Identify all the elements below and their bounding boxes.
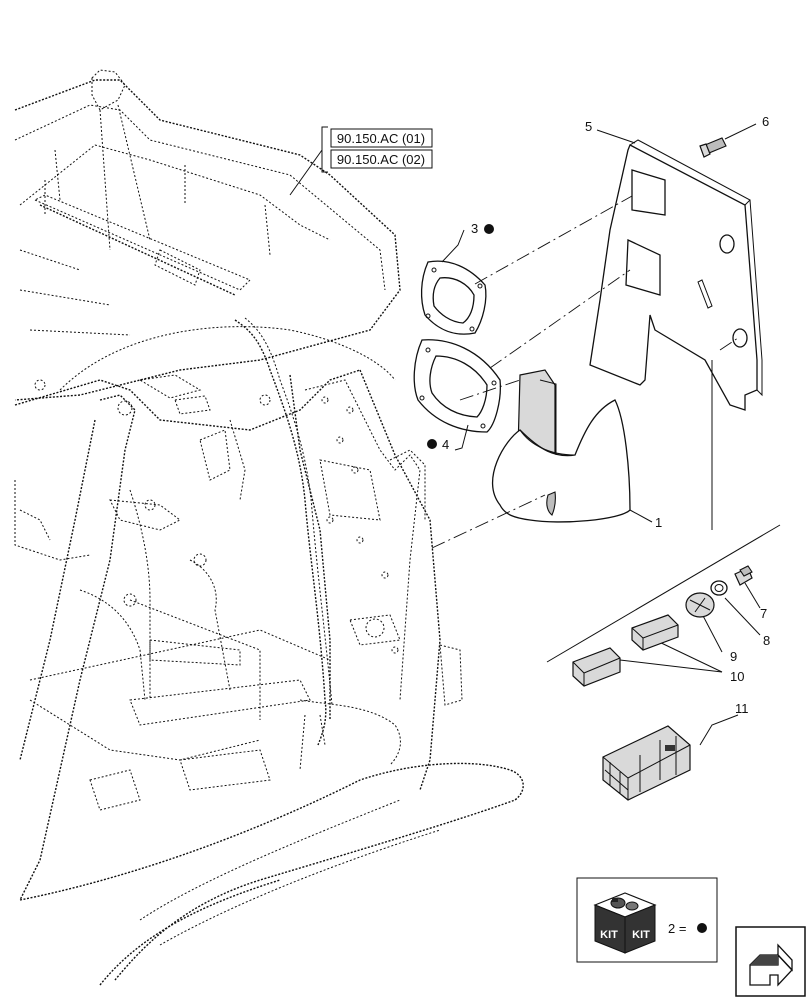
callout-7[interactable]: 7 (760, 606, 767, 621)
part-10-blocks (572, 614, 679, 687)
callouts: 5 6 3 4 1 7 8 9 10 11 (427, 114, 770, 716)
part-7-bolt (734, 565, 753, 586)
reference-label-01[interactable]: 90.150.AC (01) (337, 131, 425, 146)
part-11-crate (602, 725, 691, 801)
reference-box: 90.150.AC (01) 90.150.AC (02) (289, 126, 433, 196)
kit-legend: KIT KIT 2 = (576, 877, 718, 963)
leader-lines (431, 123, 781, 746)
part-3-gasket (420, 260, 487, 335)
callout-4[interactable]: 4 (442, 437, 449, 452)
part-8-washer (710, 580, 728, 596)
filled-dot-icon (697, 923, 707, 933)
callout-1[interactable]: 1 (655, 515, 662, 530)
legend-equation: 2 = (668, 921, 686, 936)
kit-label-left: KIT (600, 929, 618, 941)
part-6-bolt (699, 137, 727, 158)
callout-10[interactable]: 10 (730, 669, 744, 684)
callout-9[interactable]: 9 (730, 649, 737, 664)
machine-frame-illustration (14, 69, 524, 986)
callout-6[interactable]: 6 (762, 114, 769, 129)
kit-box-icon: KIT KIT (593, 892, 657, 954)
reference-label-02[interactable]: 90.150.AC (02) (337, 152, 425, 167)
part-9-disc (685, 592, 715, 618)
callout-5[interactable]: 5 (585, 119, 592, 134)
bullet-dot-icon (427, 439, 437, 449)
callout-8[interactable]: 8 (763, 633, 770, 648)
bullet-dot-icon (484, 224, 494, 234)
callout-3[interactable]: 3 (471, 221, 478, 236)
kit-label-right: KIT (632, 929, 650, 941)
next-page-arrow-icon[interactable] (735, 926, 806, 997)
part-5-plate (589, 139, 763, 411)
part-4-gasket (413, 339, 501, 433)
callout-11[interactable]: 11 (735, 701, 749, 716)
part-1-guide (492, 369, 631, 523)
